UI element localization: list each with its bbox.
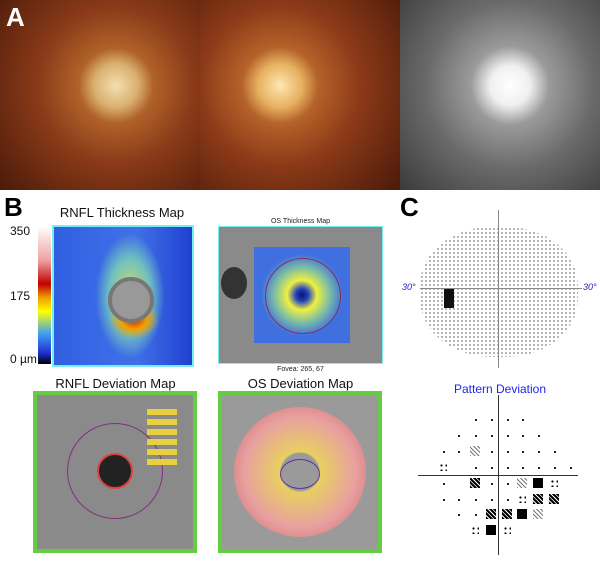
pd-symbol — [518, 495, 526, 503]
fundus-photo-color — [0, 0, 200, 190]
pd-symbol — [507, 499, 509, 501]
pd-symbol — [491, 419, 493, 421]
pd-symbol — [522, 467, 524, 469]
pd-symbol — [538, 467, 540, 469]
pd-symbol — [549, 494, 559, 504]
pd-symbol — [491, 499, 493, 501]
pd-symbol — [554, 451, 556, 453]
optic-disc — [97, 453, 133, 489]
pd-symbol — [533, 478, 543, 488]
pd-symbol — [533, 509, 543, 519]
pd-symbol — [538, 451, 540, 453]
panel-label-b: B — [4, 192, 23, 222]
rnfl-deviation-map — [33, 391, 197, 553]
pd-symbol — [550, 479, 558, 487]
pd-symbol — [475, 467, 477, 469]
scotoma — [444, 288, 454, 308]
pd-symbol — [475, 499, 477, 501]
panel-label-c: C — [400, 192, 419, 222]
optic-disc-mask — [108, 277, 154, 323]
pd-symbol — [533, 494, 543, 504]
pd-symbol — [458, 499, 460, 501]
pd-symbol — [507, 451, 509, 453]
pd-symbol — [486, 525, 496, 535]
panel-label-a: A — [6, 2, 25, 32]
pd-symbol — [491, 451, 493, 453]
pd-symbol — [475, 419, 477, 421]
fundus-photo-red-free — [200, 0, 400, 190]
pd-symbol — [502, 509, 512, 519]
pd-vertical-axis — [498, 395, 499, 555]
pd-symbol — [517, 478, 527, 488]
pd-symbol — [491, 467, 493, 469]
pd-symbol — [522, 419, 524, 421]
pd-symbol — [517, 509, 527, 519]
vf-vertical-axis — [498, 210, 499, 368]
pd-symbol — [458, 435, 460, 437]
pd-symbol — [475, 514, 477, 516]
pd-symbol — [507, 435, 509, 437]
pd-symbol — [507, 467, 509, 469]
pd-symbol — [491, 483, 493, 485]
optic-disc — [221, 267, 247, 299]
vf-horizontal-axis — [420, 288, 582, 289]
rnfl-deviation-title: RNFL Deviation Map — [55, 376, 176, 391]
os-thickness-map — [218, 226, 383, 364]
pd-symbol — [522, 435, 524, 437]
pd-symbol — [507, 419, 509, 421]
fundus-photo-grayscale — [400, 0, 600, 190]
macula-ring — [265, 258, 341, 334]
pd-symbol — [443, 451, 445, 453]
rnfl-thickness-title: RNFL Thickness Map — [59, 205, 185, 220]
scale-min: 0 µm — [10, 352, 37, 366]
pd-symbol — [554, 467, 556, 469]
pd-symbol — [522, 451, 524, 453]
vf-left-30: 30° — [402, 282, 416, 292]
pd-symbol — [538, 435, 540, 437]
pd-symbol — [471, 526, 479, 534]
pd-symbol — [475, 435, 477, 437]
macula-thickness-overlay — [254, 247, 350, 343]
pd-symbol — [458, 451, 460, 453]
pd-symbol — [439, 463, 447, 471]
pd-symbol — [470, 446, 480, 456]
os-thickness-title: OS Thickness Map — [270, 218, 330, 225]
deviation-pixels — [147, 405, 177, 465]
os-deviation-title: OS Deviation Map — [247, 376, 354, 391]
pd-symbol — [486, 509, 496, 519]
vf-right-30: 30° — [583, 282, 597, 292]
pd-symbol — [443, 483, 445, 485]
fovea-ring — [280, 459, 320, 489]
pattern-deviation-title: Pattern Deviation — [453, 382, 547, 396]
pd-symbol — [507, 483, 509, 485]
pd-symbol — [503, 526, 511, 534]
outer-ring — [67, 423, 163, 519]
pd-symbol — [491, 435, 493, 437]
os-deviation-map — [218, 391, 382, 553]
scale-max: 350 — [10, 224, 31, 238]
pd-symbol — [570, 467, 572, 469]
thickness-colorbar — [38, 226, 51, 364]
pd-symbol — [470, 478, 480, 488]
scale-mid: 175 — [10, 289, 31, 303]
fovea-coordinates: Fovea: 265, 67 — [277, 366, 324, 373]
rnfl-thickness-map — [52, 225, 194, 367]
pd-symbol — [458, 514, 460, 516]
pd-symbol — [443, 499, 445, 501]
